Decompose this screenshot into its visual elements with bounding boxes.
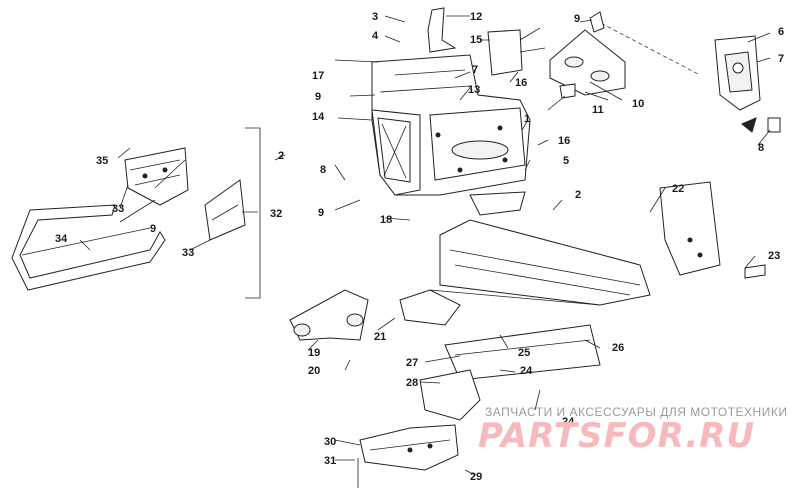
callout-24-b: 24 (562, 416, 575, 428)
callout-16-a: 16 (515, 77, 527, 89)
callout-20: 20 (308, 365, 320, 377)
callout-9-a: 9 (574, 13, 580, 25)
callout-27: 27 (406, 357, 418, 369)
callout-22: 22 (672, 183, 684, 195)
callout-1: 1 (524, 113, 530, 125)
bracket-30 (357, 424, 459, 488)
callout-34: 34 (55, 233, 68, 245)
callout-19: 19 (308, 347, 320, 359)
callout-9-c: 9 (318, 207, 324, 219)
callout-31: 31 (324, 455, 336, 467)
callout-10: 10 (632, 98, 644, 110)
callout-2-a: 2 (278, 150, 284, 162)
callout-25: 25 (518, 347, 530, 359)
callout-7-b: 7 (778, 53, 784, 65)
plate-10 (549, 29, 626, 99)
watermark-logo: PARTSFOR.RU (478, 416, 756, 456)
bumper-34 (11, 204, 166, 291)
callout-9-d: 9 (150, 223, 156, 235)
callout-30: 30 (324, 436, 336, 448)
bracket-6 (714, 35, 781, 133)
callout-12: 12 (470, 11, 482, 23)
module-15 (487, 29, 523, 76)
callout-13: 13 (468, 84, 480, 96)
callout-3: 3 (372, 11, 378, 23)
bulkhead-frame (371, 54, 531, 196)
callout-16-b: 16 (558, 135, 570, 147)
callout-29: 29 (470, 471, 482, 483)
callout-8-a: 8 (320, 164, 326, 176)
callout-35: 35 (96, 155, 108, 167)
callout-2-b: 2 (575, 189, 581, 201)
callout-26: 26 (612, 342, 624, 354)
callout-33-a: 33 (112, 203, 124, 215)
callout-5: 5 (563, 155, 569, 167)
callout-17: 17 (312, 70, 324, 82)
callout-21: 21 (374, 331, 386, 343)
callout-6: 6 (778, 26, 784, 38)
callout-15: 15 (470, 34, 482, 46)
callout-7-a: 7 (472, 64, 478, 76)
plate-28 (419, 369, 481, 421)
bracket-33-a (124, 147, 189, 206)
bracket-12 (427, 7, 457, 53)
callout-9-b: 9 (315, 91, 321, 103)
side-plate-22 (659, 181, 721, 276)
callout-11: 11 (592, 104, 604, 116)
callout-8-b: 8 (758, 142, 764, 154)
watermark-caption: ЗАПЧАСТИ И АКСЕССУАРЫ ДЛЯ МОТОТЕХНИКИ (485, 405, 788, 419)
callout-28: 28 (406, 377, 418, 389)
callout-33-b: 33 (182, 247, 194, 259)
callout-18: 18 (380, 214, 392, 226)
callout-32: 32 (270, 208, 282, 220)
callout-14: 14 (312, 111, 325, 123)
callout-24-a: 24 (520, 365, 533, 377)
callout-4: 4 (372, 30, 379, 42)
callout-23: 23 (768, 250, 780, 262)
bracket-33-b (204, 179, 246, 241)
frame-member (399, 191, 651, 381)
